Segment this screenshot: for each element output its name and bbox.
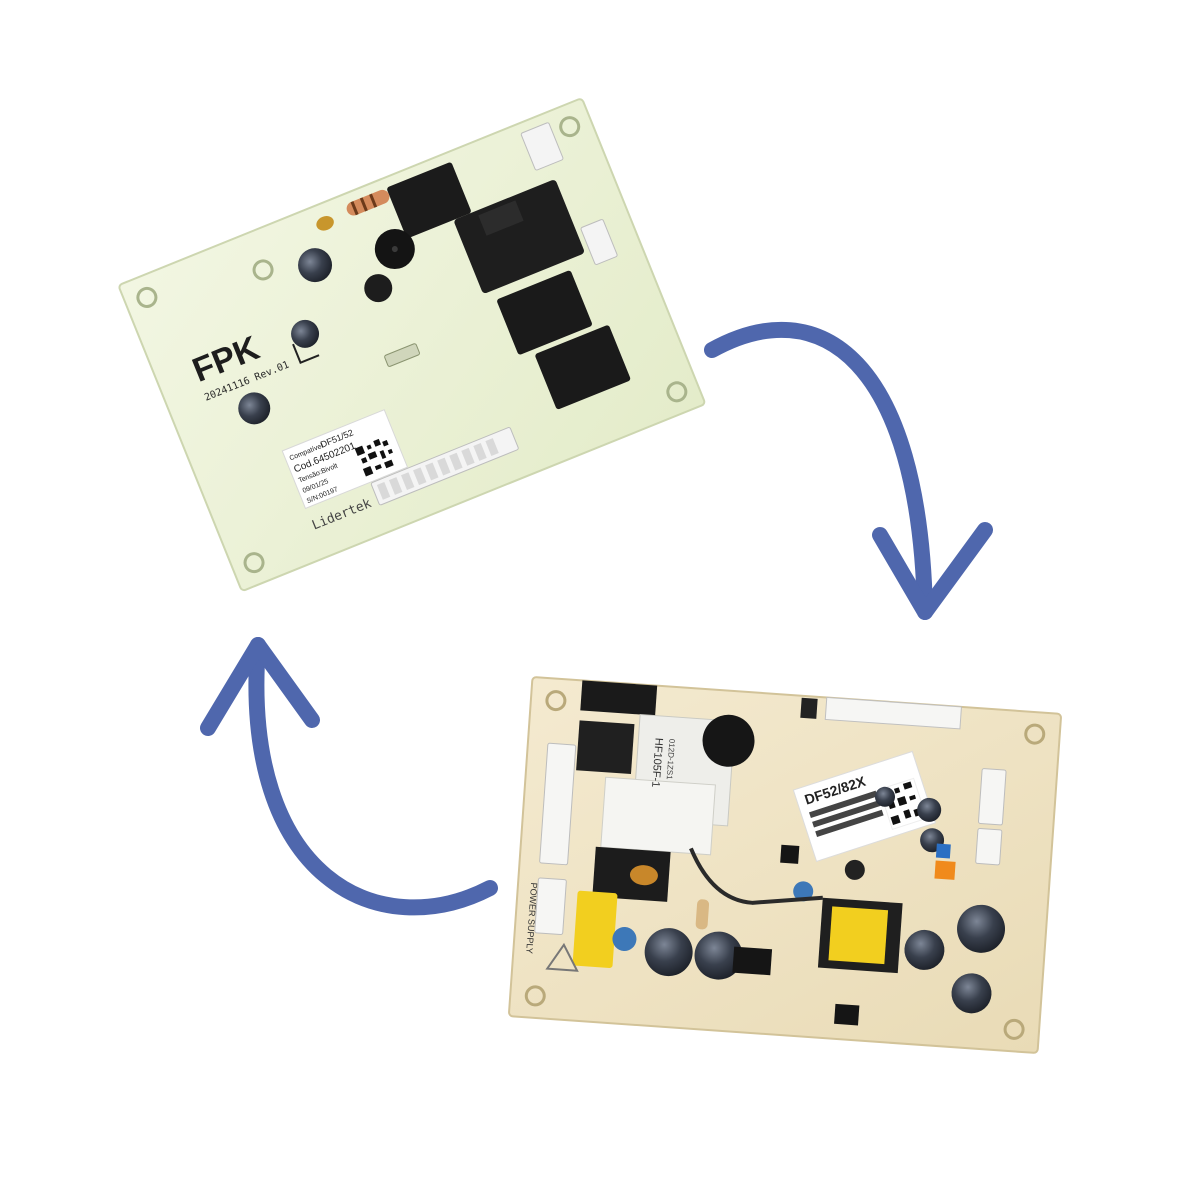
power-supply-text: POWER SUPPLY bbox=[524, 882, 539, 954]
resistor-top bbox=[346, 189, 390, 216]
pcb-board-bottom: HF105F-1 012D-1ZS1 POWER SUPPLY DF52/82X bbox=[508, 676, 1062, 1054]
pcb-board-top: FPK 20241116 Rev.01 bbox=[118, 98, 706, 592]
capacitors-bottom bbox=[644, 786, 1006, 1014]
yellow-capacitor bbox=[572, 890, 618, 969]
capacitors-top bbox=[238, 248, 393, 425]
sticker-bottom: DF52/82X bbox=[792, 750, 937, 863]
arrow-left-up bbox=[200, 637, 498, 916]
compatibility-label: Compatível DF51/52 Cod.64502201 Tensão:B… bbox=[281, 409, 409, 510]
arrow-right-down bbox=[704, 321, 993, 620]
qr-code-top bbox=[354, 435, 399, 479]
svg-text:HF105F-1: HF105F-1 bbox=[649, 737, 664, 787]
svg-text:012D-1ZS1: 012D-1ZS1 bbox=[665, 738, 677, 780]
transformer-bottom bbox=[817, 897, 903, 974]
buzzer-bottom bbox=[702, 714, 755, 767]
relay-group-top bbox=[387, 162, 631, 410]
